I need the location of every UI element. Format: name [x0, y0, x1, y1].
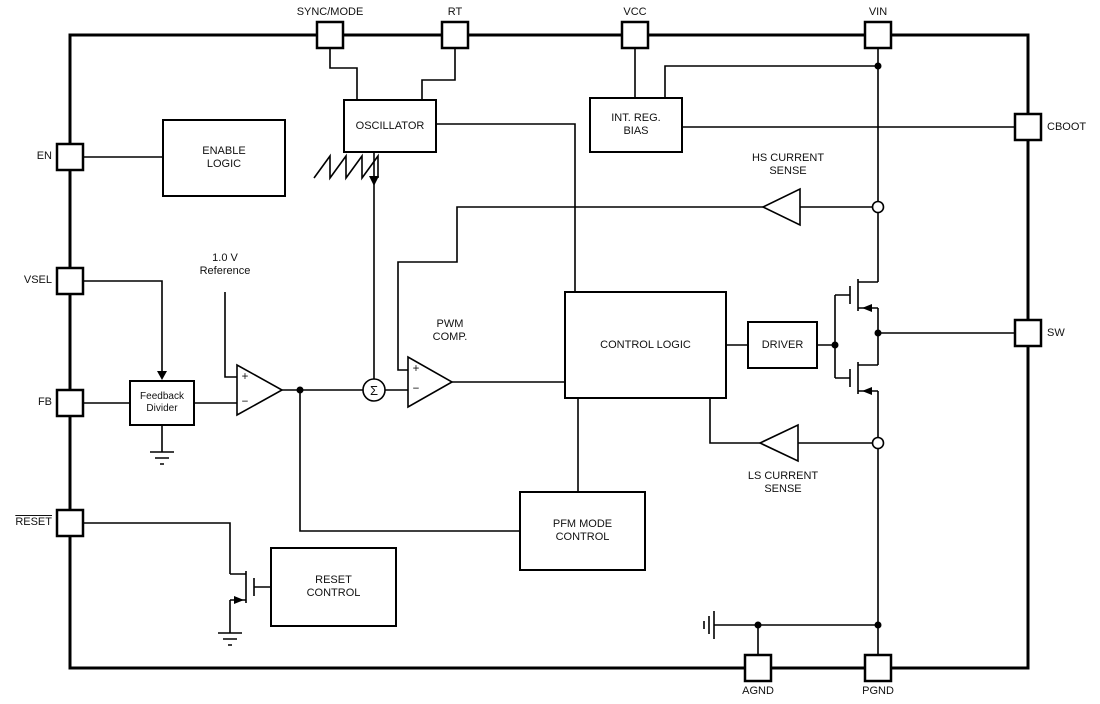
- pin-label-vin: VIN: [868, 6, 888, 18]
- block-pfm-mode-control: [519, 491, 646, 571]
- ls-mosfet-arrow: [862, 387, 872, 395]
- wire-driver-to-gates: [817, 294, 850, 379]
- pin-label-sync-mode: SYNC/MODE: [296, 6, 364, 18]
- pin-vin: [863, 20, 893, 50]
- block-label-enable-logic: ENABLE LOGIC: [202, 145, 246, 170]
- pin-label-en: EN: [36, 150, 52, 162]
- pin-label-vcc: VCC: [623, 6, 647, 18]
- blocks: [129, 97, 818, 627]
- block-enable-logic: [162, 119, 286, 197]
- pin-rt: [440, 20, 470, 50]
- pin-label-cboot: CBOOT: [1047, 121, 1087, 133]
- pin-label-vsel: VSEL: [23, 274, 52, 286]
- block-label-reset-control: RESET CONTROL: [306, 574, 361, 599]
- pins: [55, 20, 1043, 683]
- wire-vsel: [83, 280, 163, 372]
- pin-vcc: [620, 20, 650, 50]
- wire-rt: [421, 48, 456, 100]
- wire-vref: [224, 292, 237, 378]
- ls-sense-amp: [758, 423, 799, 463]
- ground-agnd-icon: [703, 611, 715, 639]
- ground-symbols: [150, 451, 715, 646]
- wire-ea-to-pfm: [299, 390, 520, 532]
- label-pwm-comp: PWM COMP.: [432, 318, 468, 343]
- pin-reset: [55, 508, 85, 538]
- wire-reset: [83, 522, 231, 633]
- block-reset-control: [270, 547, 397, 627]
- ls-mosfet: [849, 362, 878, 395]
- block-int-reg-bias: [589, 97, 683, 153]
- hs-mosfet-arrow: [862, 304, 872, 312]
- wire-osc-to-control: [436, 123, 576, 292]
- wire-hs-sense-out: [397, 206, 763, 371]
- label-ls-current-sense: LS CURRENT SENSE: [747, 470, 819, 495]
- block-label-pfm-mode-control: PFM MODE CONTROL: [552, 518, 613, 543]
- block-driver: [747, 321, 818, 369]
- pwm-comparator: [407, 355, 454, 409]
- hs-sense-tap: [871, 200, 885, 214]
- label-hs-current-sense: HS CURRENT SENSE: [751, 152, 825, 177]
- block-label-feedback-divider: Feedback Divider: [140, 391, 184, 414]
- pin-vsel: [55, 266, 85, 296]
- pin-cboot: [1013, 112, 1043, 142]
- pwm-comp-minus: −: [412, 383, 420, 395]
- label-vref: 1.0 V Reference: [199, 252, 251, 277]
- error-amp-plus: +: [241, 371, 249, 383]
- hs-sense-amp: [761, 187, 801, 227]
- block-label-int-reg-bias: INT. REG. BIAS: [611, 112, 661, 137]
- block-label-oscillator: OSCILLATOR: [355, 119, 425, 132]
- amplifiers: [236, 187, 885, 463]
- pin-agnd: [743, 653, 773, 683]
- pin-label-reset: RESET: [15, 516, 52, 528]
- sigma-symbol: Σ: [369, 382, 379, 398]
- wire-vin-to-bias: [664, 65, 878, 98]
- pin-label-pgnd: PGND: [862, 685, 894, 697]
- wire-ls-sense-out: [709, 398, 760, 444]
- pin-label-sw: SW: [1047, 327, 1065, 339]
- pin-pgnd: [863, 653, 893, 683]
- block-label-driver: DRIVER: [761, 338, 804, 351]
- pin-sw: [1013, 318, 1043, 348]
- reset-mosfet: [230, 571, 255, 604]
- reset-mosfet-arrow: [234, 596, 244, 604]
- wire-sync-mode: [329, 48, 358, 100]
- hs-mosfet: [849, 279, 878, 312]
- block-label-control-logic: CONTROL LOGIC: [600, 338, 691, 351]
- junction-dots: [296, 62, 882, 629]
- pin-label-fb: FB: [37, 396, 52, 408]
- ground-reset-icon: [218, 632, 242, 646]
- ramp-arrow-icon: [369, 176, 379, 186]
- pin-label-agnd: AGND: [742, 685, 774, 697]
- block-control-logic: [564, 291, 727, 399]
- pin-sync-mode: [315, 20, 345, 50]
- sawtooth-icon: [313, 153, 379, 181]
- summing-junction: [362, 378, 386, 402]
- wires: [83, 48, 1015, 655]
- chip-outline: [68, 33, 1030, 670]
- arrowheads: [157, 176, 379, 380]
- ground-feedback-divider-icon: [150, 451, 174, 465]
- pin-fb: [55, 388, 85, 418]
- error-amp-minus: −: [241, 396, 249, 408]
- block-oscillator: [343, 99, 437, 153]
- error-amp: [236, 363, 284, 417]
- ls-sense-tap: [871, 436, 885, 450]
- pin-label-rt: RT: [447, 6, 463, 18]
- pwm-comp-plus: +: [412, 363, 420, 375]
- pin-en: [55, 142, 85, 172]
- vsel-arrow-icon: [157, 371, 167, 380]
- block-feedback-divider: [129, 380, 195, 426]
- wire-agnd-net: [714, 624, 878, 655]
